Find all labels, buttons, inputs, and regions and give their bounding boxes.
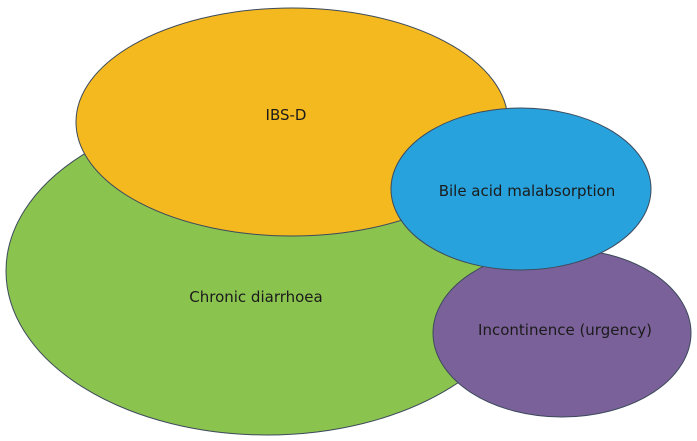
ibs-d-label: IBS-D: [266, 106, 307, 124]
bile-acid-malabsorption-label: Bile acid malabsorption: [439, 182, 616, 200]
bile-acid-malabsorption-ellipse: [390, 107, 652, 271]
chronic-diarrhoea-label: Chronic diarrhoea: [189, 288, 322, 306]
incontinence-label: Incontinence (urgency): [478, 321, 652, 339]
